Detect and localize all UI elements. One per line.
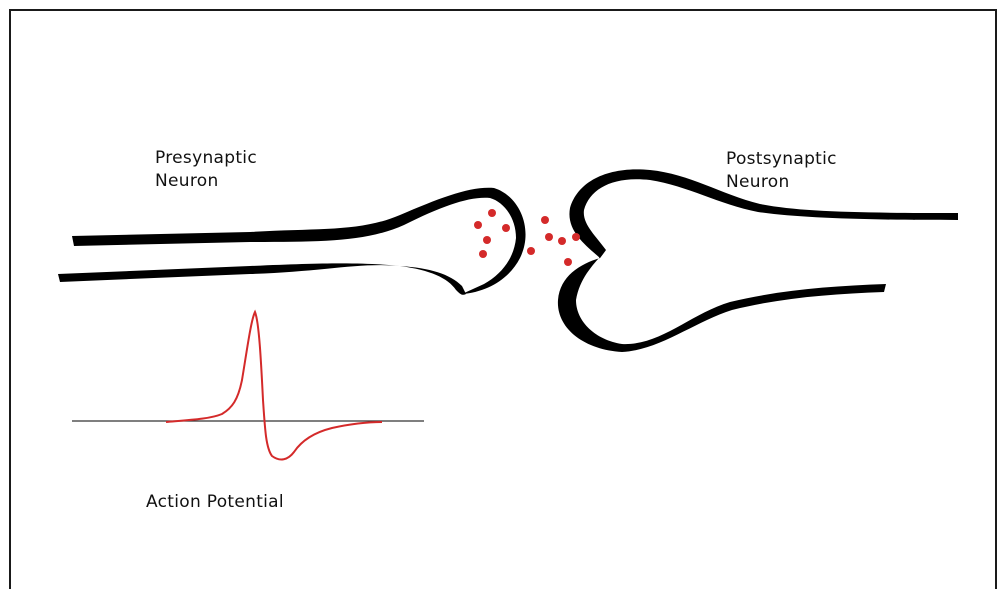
- neurotransmitter-dot: [502, 224, 510, 232]
- neurotransmitter-dot: [483, 236, 491, 244]
- postsynaptic-label-line2: Neuron: [726, 171, 837, 194]
- postsynaptic-lower-membrane: [558, 250, 886, 352]
- presynaptic-label-line1: Presynaptic: [155, 147, 257, 170]
- postsynaptic-label-line1: Postsynaptic: [726, 148, 837, 171]
- action-potential-label: Action Potential: [146, 491, 284, 514]
- presynaptic-label-line2: Neuron: [155, 170, 257, 193]
- neurotransmitter-dot: [558, 237, 566, 245]
- neurotransmitter-dot: [474, 221, 482, 229]
- postsynaptic-label: Postsynaptic Neuron: [726, 148, 837, 194]
- synapse-diagram: [0, 0, 1005, 576]
- neurotransmitter-dot: [488, 209, 496, 217]
- neurotransmitter-dot: [572, 233, 580, 241]
- neurotransmitter-dot: [479, 250, 487, 258]
- neurotransmitters: [474, 209, 580, 266]
- presynaptic-neuron: [58, 188, 526, 295]
- neurotransmitter-dot: [545, 233, 553, 241]
- postsynaptic-neuron: [558, 169, 958, 352]
- neurotransmitter-dot: [564, 258, 572, 266]
- presynaptic-label: Presynaptic Neuron: [155, 147, 257, 193]
- presynaptic-lower-membrane: [58, 263, 466, 294]
- action-potential-plot: [72, 312, 424, 459]
- action-potential-trace: [166, 312, 382, 459]
- neurotransmitter-dot: [527, 247, 535, 255]
- neurotransmitter-dot: [541, 216, 549, 224]
